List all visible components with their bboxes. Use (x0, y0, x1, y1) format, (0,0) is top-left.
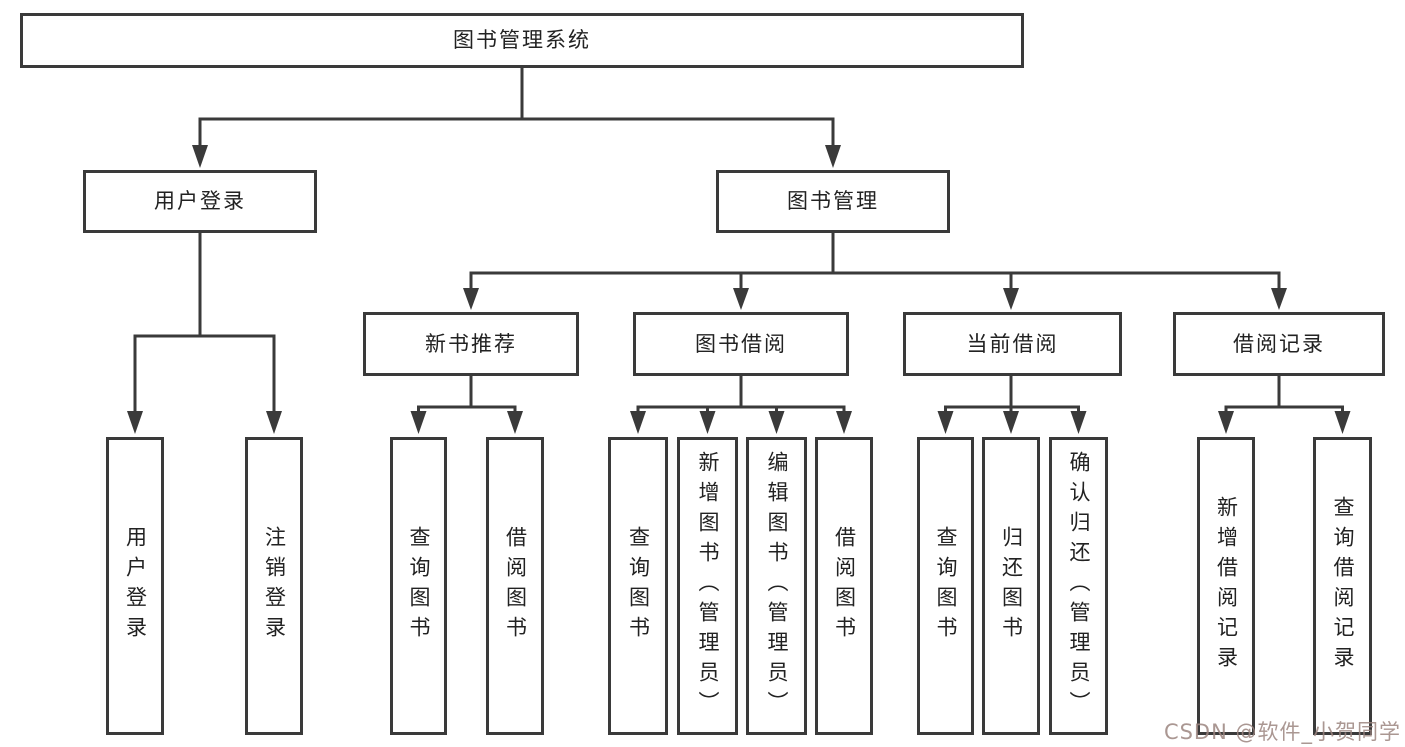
leaf-user-login: 用户登录 (106, 437, 164, 735)
leaf-current-return-books: 归还图书 (982, 437, 1040, 735)
leaf-records-query-record: 查询借阅记录 (1313, 437, 1372, 735)
node-user-login: 用户登录 (83, 170, 317, 233)
leaf-current-query-books: 查询图书 (917, 437, 974, 735)
node-book-management: 图书管理 (716, 170, 950, 233)
csdn-watermark: CSDN @软件_小贺同学 (1163, 720, 1401, 744)
leaf-newbooks-query-books: 查询图书 (390, 437, 447, 735)
leaf-current-confirm-return-admin: 确认归还（管理员） (1049, 437, 1108, 735)
node-library-system: 图书管理系统 (20, 13, 1024, 68)
leaf-borrowing-add-books-admin: 新增图书（管理员） (677, 437, 738, 735)
node-current-borrowing: 当前借阅 (903, 312, 1122, 376)
leaf-newbooks-borrow-books: 借阅图书 (486, 437, 544, 735)
leaf-borrowing-query-books: 查询图书 (608, 437, 668, 735)
leaf-borrowing-edit-books-admin: 编辑图书（管理员） (746, 437, 807, 735)
leaf-borrowing-borrow-books: 借阅图书 (815, 437, 873, 735)
leaf-logout-login: 注销登录 (245, 437, 303, 735)
node-borrowing-records: 借阅记录 (1173, 312, 1385, 376)
node-book-borrowing: 图书借阅 (633, 312, 849, 376)
node-new-book-recommend: 新书推荐 (363, 312, 579, 376)
leaf-records-add-record: 新增借阅记录 (1197, 437, 1255, 735)
